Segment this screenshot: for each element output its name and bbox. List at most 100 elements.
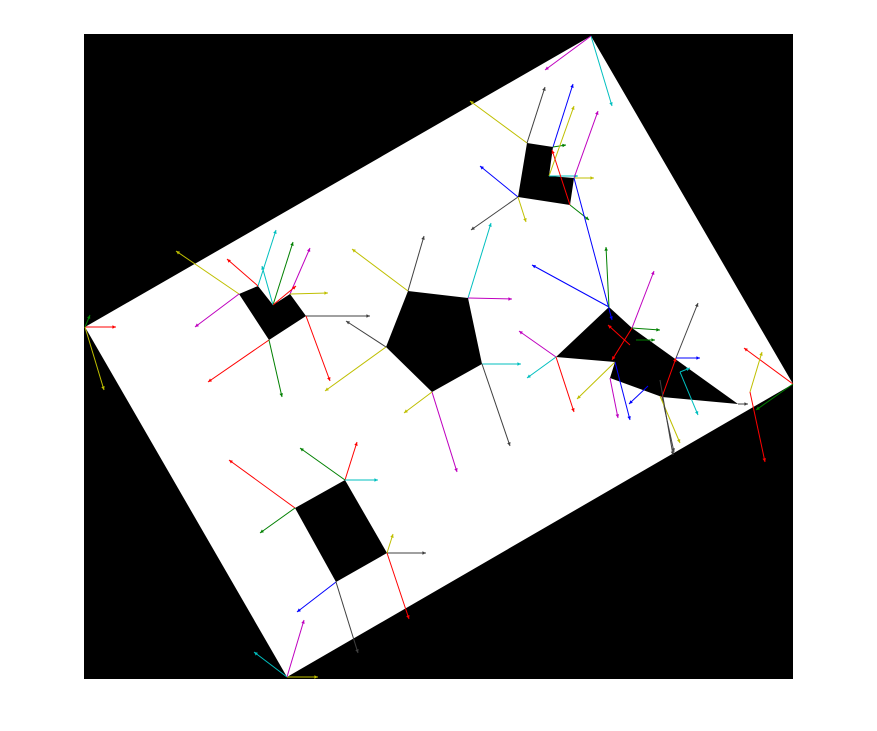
arrow-cyan [261, 265, 274, 306]
arrow-yellow [576, 361, 616, 400]
arrow-magenta [467, 297, 513, 301]
arrow-head [208, 378, 212, 382]
arrow-head [686, 367, 690, 371]
arrow-yellow [574, 176, 594, 180]
arrow-head [551, 150, 555, 154]
arrow-red [344, 441, 358, 481]
arrow-shaft [518, 330, 557, 358]
sheet-holes [239, 143, 738, 582]
arrow-head [507, 442, 511, 446]
arrow-head [112, 325, 116, 329]
arrow-shaft [296, 581, 337, 613]
arrow-head [615, 414, 619, 418]
arrow-green [755, 383, 794, 411]
arrow-head [527, 374, 531, 378]
arrow-red [386, 552, 410, 620]
arrow-shaft [607, 324, 631, 346]
arrow-yellow [84, 326, 105, 391]
arrow-head [595, 111, 599, 115]
arrow-red [611, 327, 633, 361]
arrow-head [744, 348, 748, 352]
arrow-shaft [531, 264, 610, 308]
arrow-green [268, 339, 283, 398]
arrow-shaft [268, 339, 283, 398]
arrow-head [352, 249, 356, 253]
arrow-yellow [289, 291, 329, 295]
arrow-head [604, 247, 608, 251]
arrow-red [228, 459, 296, 509]
feature-arrows [84, 35, 794, 679]
arrow-yellow [175, 250, 240, 295]
arrow-head [508, 297, 512, 301]
arrow-head [422, 551, 426, 555]
arrow-green [259, 507, 296, 534]
arrow-shaft [481, 363, 511, 447]
arrow-shaft [253, 651, 288, 678]
arrow-cyan [257, 229, 277, 287]
arrow-magenta [194, 293, 240, 328]
arrow-shaft [305, 315, 331, 382]
arrow-shaft [228, 459, 296, 509]
arrow-shaft [289, 247, 311, 295]
arrow-head [585, 216, 589, 220]
arrow-head [762, 458, 766, 462]
arrow-shaft [344, 441, 358, 481]
arrow-yellow [351, 248, 409, 292]
arrow-shaft [259, 507, 296, 534]
arrow-magenta [431, 391, 458, 473]
arrow-head [609, 316, 613, 320]
arrow-head [366, 314, 370, 318]
arrow-head [354, 442, 358, 446]
arrow-shaft [576, 361, 616, 400]
arrow-red [305, 315, 331, 382]
arrow-shaft [605, 246, 610, 308]
arrow-shaft [226, 258, 259, 287]
arrow-shaft [749, 391, 766, 463]
arrow-blue [479, 165, 519, 198]
arrow-head [297, 608, 301, 612]
arrow-yellow [749, 351, 763, 393]
arrow-shaft [659, 379, 674, 456]
arrow-head [651, 271, 655, 275]
arrow-yellow [403, 391, 433, 414]
arrow-head [327, 377, 331, 381]
arrow-head [261, 266, 265, 270]
arrow-head [374, 478, 378, 482]
arrow-gray [345, 320, 387, 348]
arrow-head [227, 259, 231, 263]
arrow-shaft [431, 391, 458, 473]
arrow-head [254, 652, 258, 656]
arrow-shaft [272, 285, 297, 306]
arrow-yellow [517, 196, 527, 223]
arrow-gray [306, 314, 370, 318]
arrow-green [272, 241, 294, 306]
arrow-gray [738, 402, 748, 406]
arrow-red [226, 258, 259, 287]
arrow-blue [552, 83, 574, 148]
arrow-green [631, 327, 661, 332]
arrow-cyan [679, 367, 691, 373]
arrow-head [656, 328, 660, 332]
arrow-shaft [272, 241, 294, 306]
arrow-shaft [324, 346, 387, 392]
arrow-head [390, 534, 394, 538]
arrow-head [562, 143, 566, 148]
arrow-shaft [611, 327, 633, 361]
arrow-head [532, 265, 536, 269]
arrow-blue [296, 581, 337, 613]
arrow-shaft [675, 302, 699, 359]
arrow-head [577, 395, 581, 399]
arrow-shaft [257, 229, 277, 287]
arrow-shaft [407, 235, 425, 292]
arrow-head [696, 356, 700, 360]
arrow-head [355, 649, 359, 653]
arrow-shaft [286, 619, 305, 678]
arrow-yellow [324, 346, 387, 392]
arrow-red [749, 391, 766, 463]
arrow-head [627, 416, 631, 420]
arrow-gray [407, 235, 425, 292]
arrow-green [604, 246, 610, 308]
arrow-gray [470, 196, 519, 231]
arrow-gray [659, 379, 675, 456]
